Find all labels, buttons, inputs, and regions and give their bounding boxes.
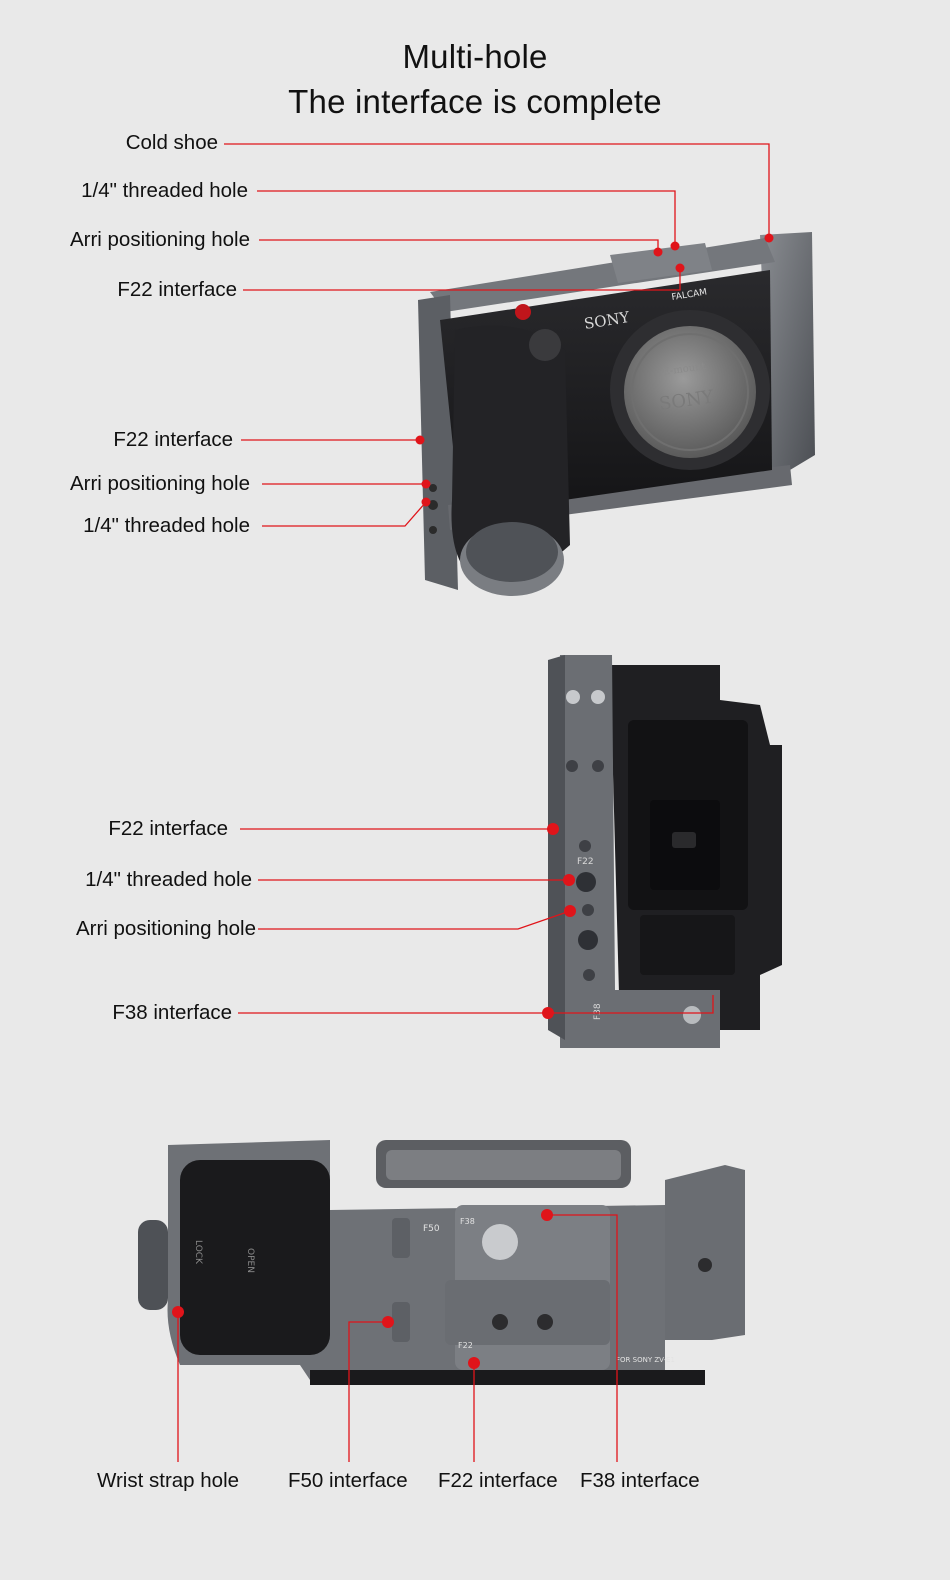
camera-body-front: [440, 270, 772, 596]
f50-engraving: F50: [423, 1224, 440, 1234]
cage-side: [548, 655, 720, 1048]
f22-engraving: F22: [577, 857, 594, 867]
f22-plate-engraving: F22: [458, 1341, 473, 1350]
label-threaded-hole-side: 1/4" threaded hole: [83, 514, 250, 537]
label-f50-interface: F50 interface: [288, 1469, 408, 1492]
label-f22-interface-s3: F22 interface: [438, 1469, 558, 1492]
battery-open-engraving: OPEN: [245, 1248, 255, 1273]
f38-engraving: F38: [593, 1003, 603, 1020]
f38-plate-engraving: F38: [460, 1217, 475, 1226]
label-f22-interface-side: F22 interface: [113, 428, 233, 451]
cage-bottom: [138, 1140, 745, 1385]
page-title-line1: Multi-hole: [402, 38, 548, 75]
label-wrist-strap-hole: Wrist strap hole: [97, 1469, 240, 1492]
label-arri-hole-top: Arri positioning hole: [69, 228, 250, 251]
label-cold-shoe: Cold shoe: [125, 131, 218, 154]
label-f38-interface-s3: F38 interface: [580, 1469, 700, 1492]
label-threaded-hole-top: 1/4" threaded hole: [81, 179, 248, 202]
label-arri-hole-s2: Arri positioning hole: [75, 917, 256, 940]
label-f22-interface-s2: F22 interface: [108, 817, 228, 840]
page-title-line2: The interface is complete: [288, 83, 662, 120]
camera-body-side: [610, 665, 782, 1030]
label-f22-interface-top: F22 interface: [117, 278, 237, 301]
label-arri-hole-side: Arri positioning hole: [69, 472, 250, 495]
battery-lock-engraving: LOCK: [193, 1240, 203, 1265]
label-threaded-hole-s2: 1/4" threaded hole: [85, 868, 252, 891]
label-f38-interface-s2: F38 interface: [112, 1001, 232, 1024]
model-engraving: FOR SONY ZV-E1: [616, 1356, 675, 1364]
